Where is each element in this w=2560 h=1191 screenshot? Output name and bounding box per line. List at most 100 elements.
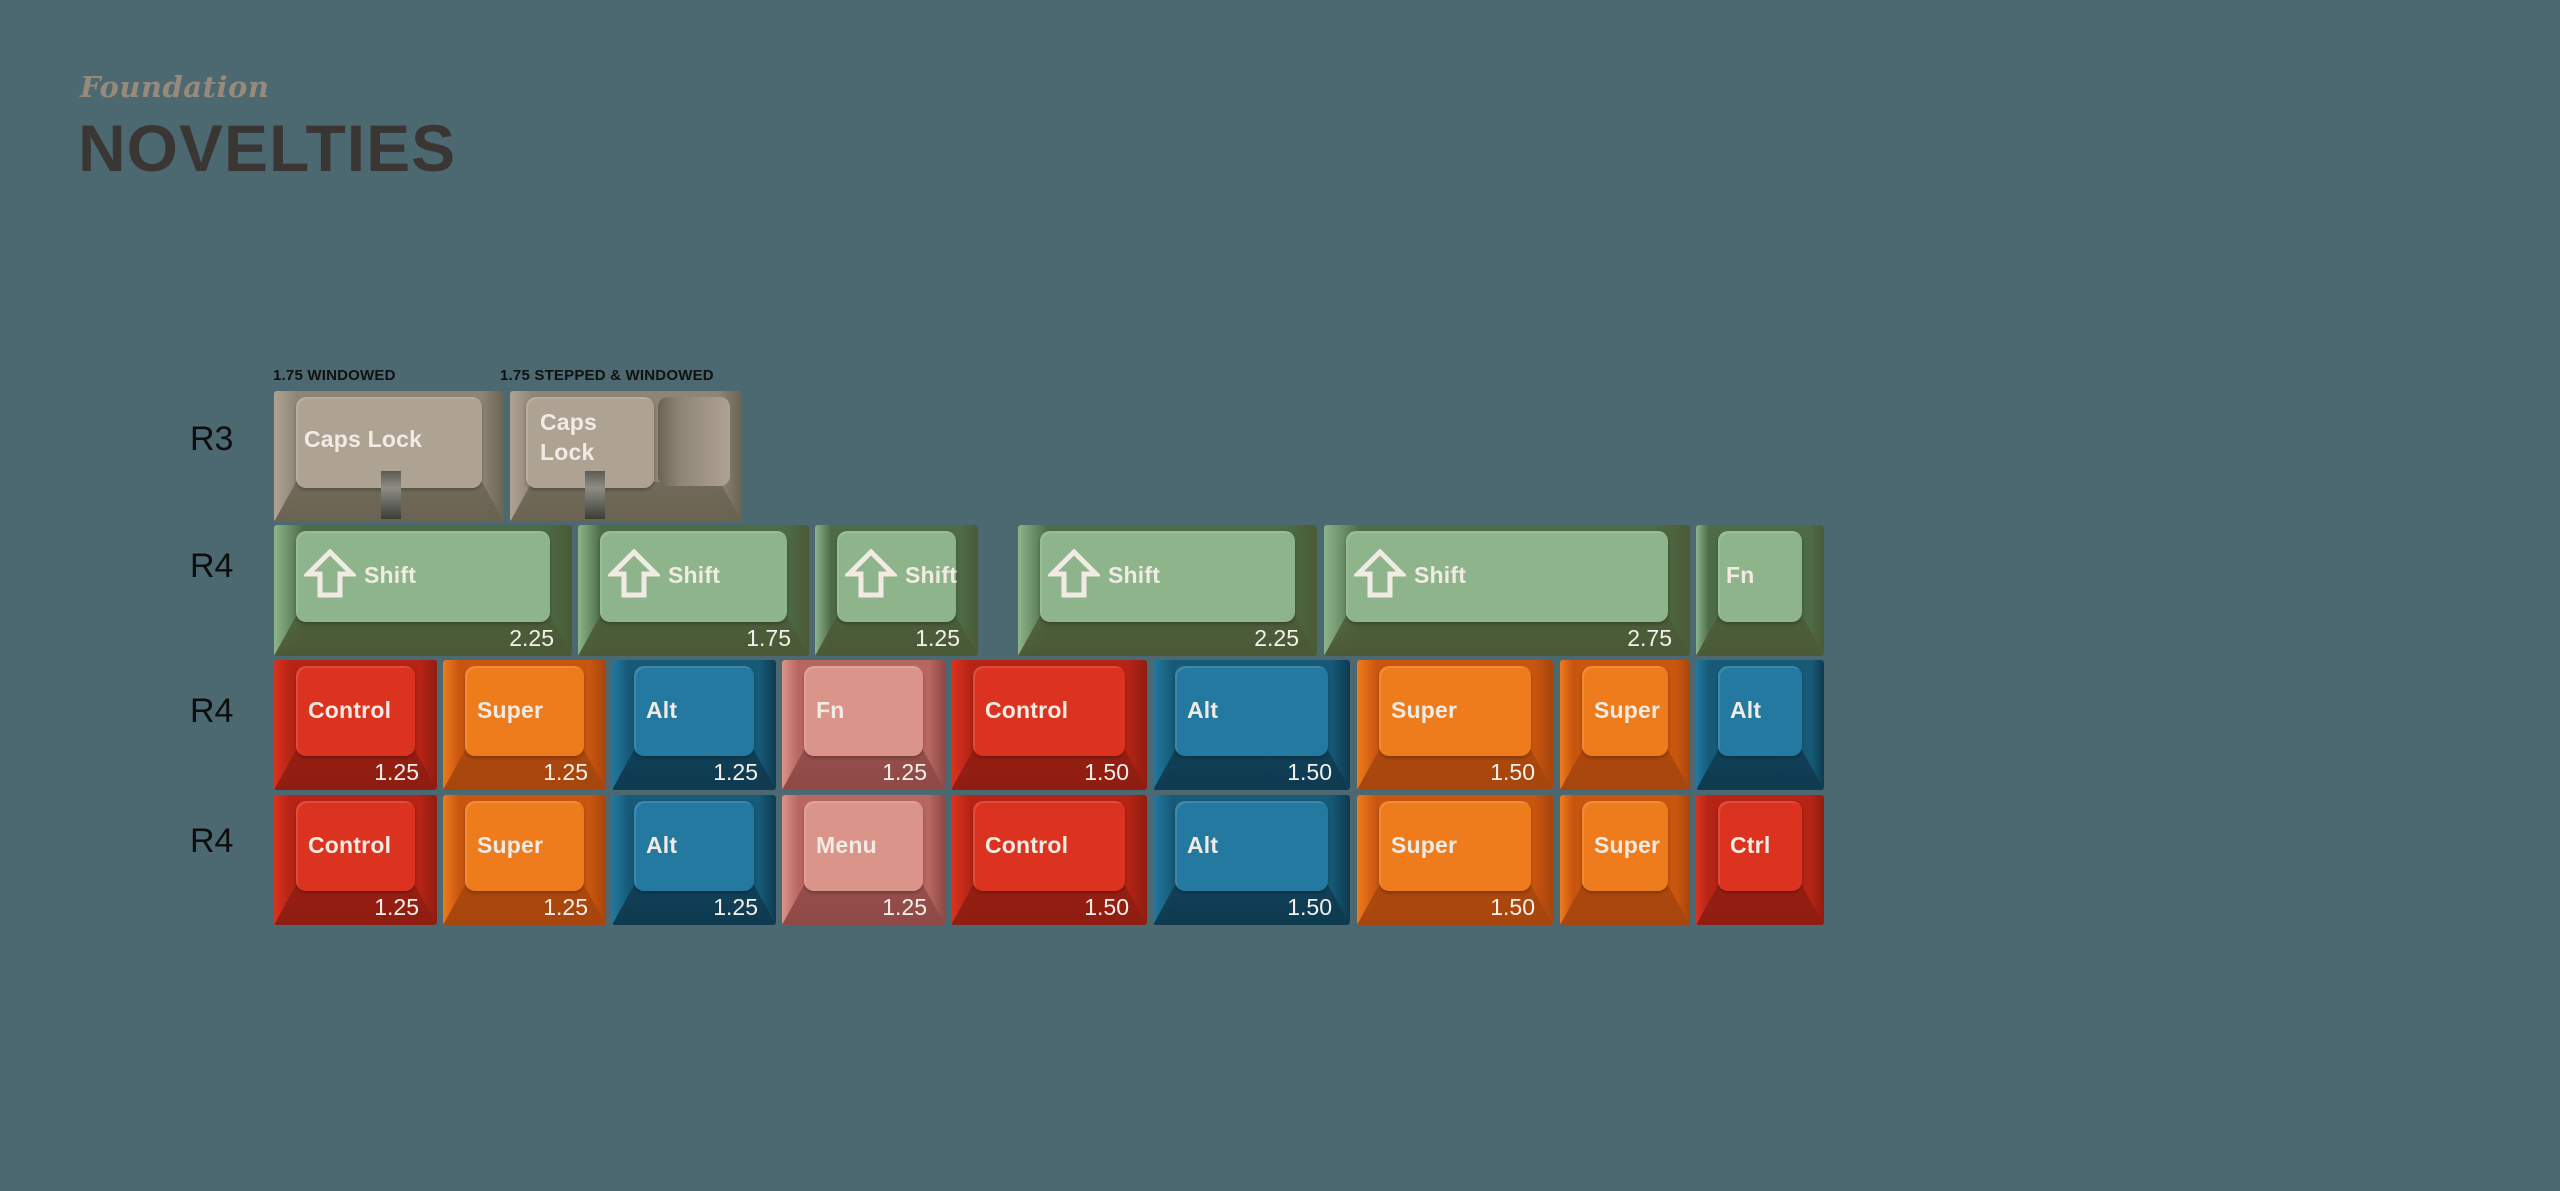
row-label-r4-mods-1: R4 <box>190 692 234 730</box>
keycap-shift-2_25: Shift 2.25 <box>1018 525 1317 656</box>
keycap-size-label: 1.50 <box>1287 894 1332 920</box>
keycap-legend: Control <box>308 832 392 858</box>
keycap-legend: Ctrl <box>1730 832 1771 858</box>
keycap-super: Super <box>1560 660 1690 790</box>
keycap-top <box>600 531 787 622</box>
keycap-size-label: 1.25 <box>374 759 419 785</box>
keycap-top <box>1718 531 1802 622</box>
keycap-top <box>1718 801 1802 891</box>
keycap-size-label: 1.25 <box>882 759 927 785</box>
keycap-skirt <box>782 885 945 925</box>
keycap-legend: Alt <box>1187 832 1219 858</box>
keycap-legend: Alt <box>646 832 678 858</box>
keycap-top <box>804 666 923 756</box>
keycap-size-label: 1.25 <box>713 759 758 785</box>
keycap-legend: Super <box>1391 832 1458 858</box>
keycap-top <box>634 801 754 891</box>
keycap-top <box>465 801 584 891</box>
keycap-size-label: 2.25 <box>509 625 554 651</box>
keycap-skirt <box>612 750 776 790</box>
keycap-skirt <box>1696 885 1824 925</box>
variant-label-stepped: 1.75 STEPPED & WINDOWED <box>500 367 714 384</box>
keycap-size-label: 1.25 <box>543 759 588 785</box>
shift-arrow-icon <box>304 549 356 598</box>
keycap-caps-lock: Caps Lock <box>274 391 504 522</box>
keycap-legend: Shift <box>1414 562 1467 588</box>
keycap-step <box>658 397 730 486</box>
keycap-alt: Alt <box>1696 660 1824 790</box>
keycap-legend: Super <box>477 832 544 858</box>
keycap-top <box>465 666 584 756</box>
keycap-skirt <box>951 750 1147 790</box>
keycap-fn-1_25: Fn 1.25 <box>782 660 945 790</box>
keycap-shift-1_75: Shift 1.75 <box>578 525 809 656</box>
keycap-legend: Fn <box>1726 562 1755 588</box>
window-stem-icon <box>585 471 605 519</box>
keycap-top <box>1379 801 1531 891</box>
keycap-super-1_50: Super 1.50 <box>1357 795 1553 925</box>
window-stem-icon <box>381 471 401 519</box>
keycap-legend: Alt <box>646 697 678 723</box>
keycap-top <box>1718 666 1802 756</box>
keycap-alt-1_50: Alt 1.50 <box>1153 795 1350 925</box>
keycap-legend: Caps Lock <box>304 426 423 452</box>
keycap-skirt <box>274 750 437 790</box>
keycap-skirt <box>612 885 776 925</box>
keycap-skirt <box>443 885 606 925</box>
keycap-size-label: 1.50 <box>1287 759 1332 785</box>
keycap-top <box>1582 666 1668 756</box>
shift-arrow-icon <box>608 549 660 598</box>
page-title: NOVELTIES <box>78 111 457 185</box>
keycap-legend: Shift <box>1108 562 1161 588</box>
shift-arrow-icon <box>1048 549 1100 598</box>
keycap-skirt <box>1696 750 1824 790</box>
keycap-skirt <box>510 482 742 522</box>
keycap-skirt <box>274 616 572 656</box>
keycap-legend: Fn <box>816 697 845 723</box>
keycap-legend: Super <box>1594 832 1661 858</box>
row-label-r4-shift: R4 <box>190 547 234 585</box>
keycap-skirt <box>782 750 945 790</box>
keycap-ctrl: Ctrl <box>1696 795 1824 925</box>
keycap-legend: Alt <box>1730 697 1762 723</box>
shift-arrow-icon <box>845 549 897 598</box>
keycap-legend: Shift <box>905 562 958 588</box>
keycap-size-label: 1.75 <box>746 625 791 651</box>
keycap-skirt <box>1018 616 1317 656</box>
keycap-size-label: 2.25 <box>1254 625 1299 651</box>
keycap-skirt <box>578 616 809 656</box>
keycap-alt-1_50: Alt 1.50 <box>1153 660 1350 790</box>
keycap-size-label: 2.75 <box>1627 625 1672 651</box>
keycap-legend: Control <box>985 697 1069 723</box>
keycap-legend: Shift <box>364 562 417 588</box>
keycap-skirt <box>1153 885 1350 925</box>
keycap-legend: Shift <box>668 562 721 588</box>
keycap-legend: Control <box>985 832 1069 858</box>
keycap-shift-2_25: Shift 2.25 <box>274 525 572 656</box>
keycap-legend: Super <box>1594 697 1661 723</box>
keycap-size-label: 1.25 <box>374 894 419 920</box>
keycap-control-1_25: Control 1.25 <box>274 795 437 925</box>
keycap-skirt <box>443 750 606 790</box>
keycap-top <box>973 666 1125 756</box>
keycap-legend: Menu <box>816 832 877 858</box>
keycap-size-label: 1.25 <box>713 894 758 920</box>
keycap-skirt <box>1324 616 1690 656</box>
keycap-top <box>973 801 1125 891</box>
keycap-size-label: 1.50 <box>1490 894 1535 920</box>
keycap-top <box>1175 666 1328 756</box>
keycap-top <box>1582 801 1668 891</box>
keycap-top <box>296 801 415 891</box>
keycap-skirt <box>274 885 437 925</box>
keycap-legend: Alt <box>1187 697 1219 723</box>
keycap-size-label: 1.50 <box>1490 759 1535 785</box>
keycap-legend: Caps Lock <box>540 409 598 465</box>
keycap-skirt <box>1357 885 1553 925</box>
